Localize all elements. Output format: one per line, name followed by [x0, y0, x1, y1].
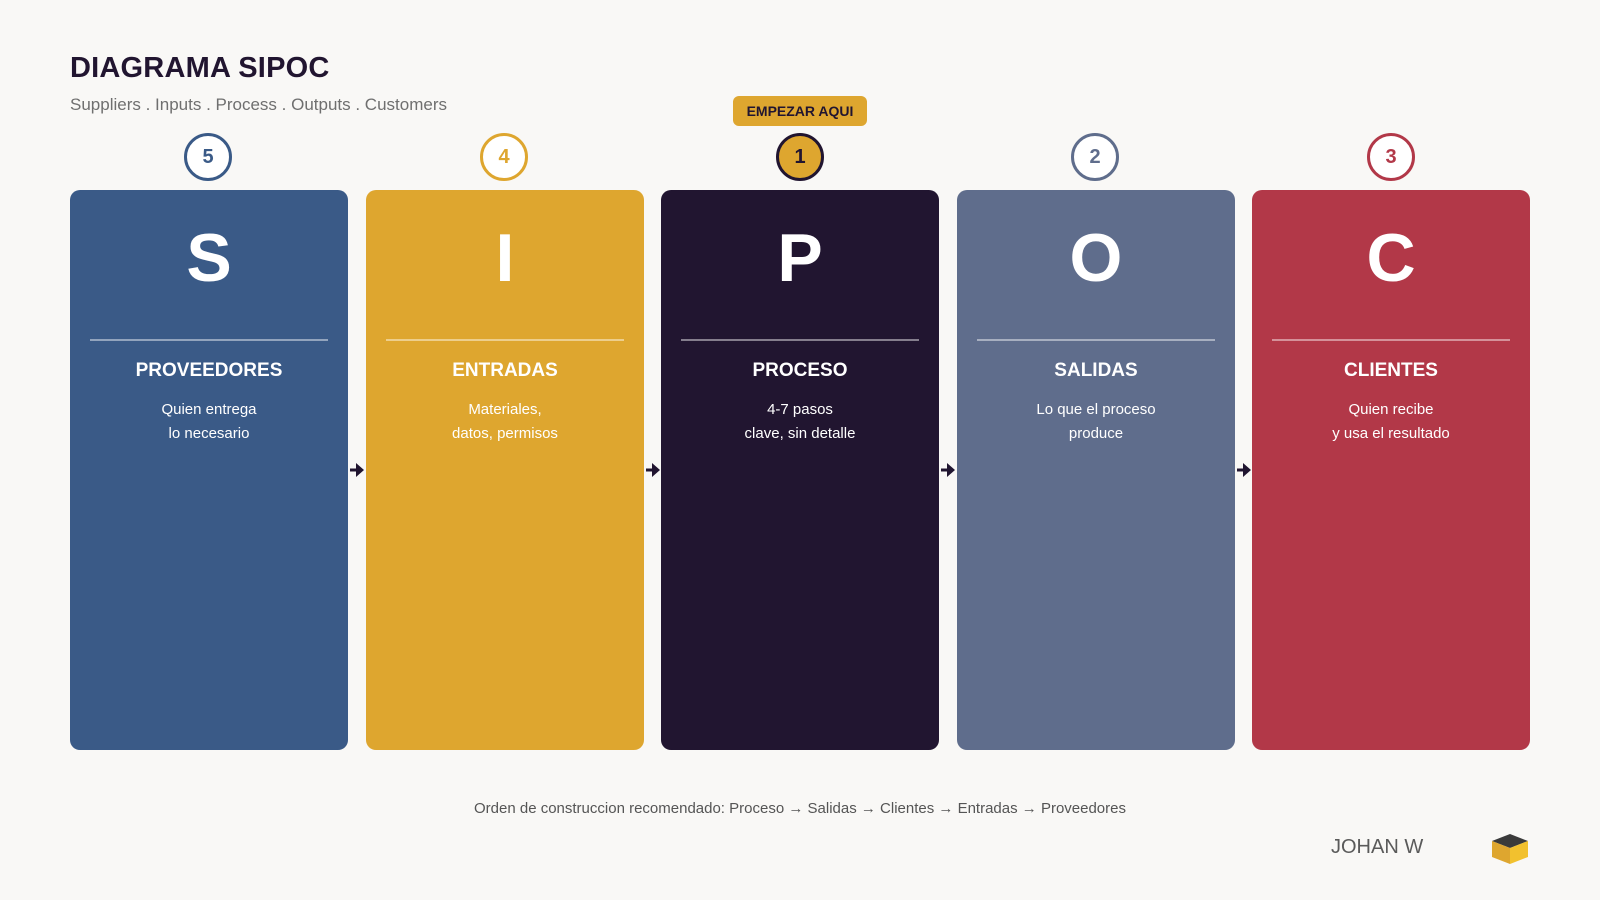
card-divider — [681, 339, 919, 341]
card-inputs: I ENTRADAS Materiales, datos, permisos — [366, 190, 644, 750]
card-description: Materiales, datos, permisos — [366, 398, 644, 446]
author-name: JOHAN W — [1331, 836, 1424, 858]
card-suppliers: S PROVEEDORES Quien entrega lo necesario — [70, 190, 348, 750]
arrow-right-icon — [1237, 463, 1251, 477]
card-description-line: clave, sin detalle — [744, 425, 856, 442]
box-logo-icon — [1492, 834, 1528, 864]
card-divider — [977, 339, 1215, 341]
arrow-right-icon — [646, 463, 660, 477]
card-heading: PROCESO — [752, 360, 848, 381]
card-outputs: O SALIDAS Lo que el proceso produce — [957, 190, 1235, 750]
card-divider — [386, 339, 624, 341]
card-description: Lo que el proceso produce — [957, 398, 1235, 446]
step-number-outputs: 2 — [1071, 133, 1119, 181]
card-heading: CLIENTES — [1344, 360, 1438, 381]
page-title: DIAGRAMA SIPOC — [70, 52, 330, 84]
card-letter: P — [777, 220, 823, 296]
card-letter: C — [1366, 220, 1416, 296]
card-description-line: Quien entrega — [161, 401, 257, 418]
step-number-inputs: 4 — [480, 133, 528, 181]
card-process: P PROCESO 4-7 pasos clave, sin detalle — [661, 190, 939, 750]
construction-order-note: Orden de construccion recomendado: Proce… — [474, 800, 1126, 817]
card-description-line: lo necesario — [168, 425, 250, 442]
card-description: Quien recibe y usa el resultado — [1252, 398, 1530, 446]
card-divider — [1272, 339, 1510, 341]
card-letter: I — [495, 220, 515, 296]
card-customers: C CLIENTES Quien recibe y usa el resulta… — [1252, 190, 1530, 750]
card-letter: S — [186, 220, 232, 296]
card-heading: PROVEEDORES — [135, 360, 283, 381]
card-description-line: datos, permisos — [452, 425, 558, 442]
page-subtitle: Suppliers . Inputs . Process . Outputs .… — [70, 95, 447, 114]
card-description-line: y usa el resultado — [1332, 425, 1450, 442]
step-number-customers: 3 — [1367, 133, 1415, 181]
card-description: Quien entrega lo necesario — [70, 398, 348, 446]
arrow-right-icon — [350, 463, 364, 477]
card-description-line: Lo que el proceso — [1036, 401, 1156, 418]
card-description-line: Materiales, — [468, 401, 542, 418]
card-heading: SALIDAS — [1054, 360, 1138, 381]
card-description-line: Quien recibe — [1348, 401, 1434, 418]
card-heading: ENTRADAS — [452, 360, 558, 381]
card-divider — [90, 339, 328, 341]
arrow-right-icon — [941, 463, 955, 477]
card-description-line: 4-7 pasos — [767, 401, 833, 418]
card-description: 4-7 pasos clave, sin detalle — [661, 398, 939, 446]
start-here-badge: EMPEZAR AQUI — [733, 96, 867, 126]
step-number-suppliers: 5 — [184, 133, 232, 181]
card-description-line: produce — [1068, 425, 1124, 442]
card-letter: O — [1069, 220, 1123, 296]
step-number-process: 1 — [776, 133, 824, 181]
